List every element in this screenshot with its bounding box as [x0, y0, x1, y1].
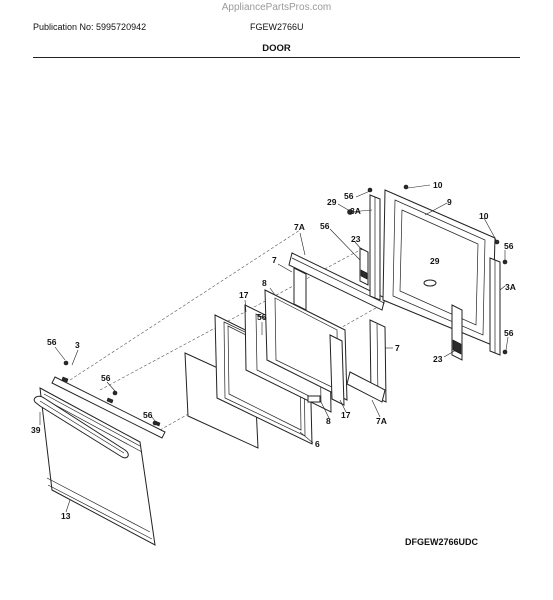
insulation-strip-bottom [346, 371, 386, 403]
hinge-left [359, 247, 369, 286]
callout-56-trim: 56 [101, 373, 111, 383]
model-number: FGEW2766U [250, 22, 304, 32]
door-handle [33, 395, 129, 459]
callout-23-top: 23 [351, 234, 361, 244]
callout-9: 9 [447, 197, 452, 207]
side-channel-left [369, 194, 381, 301]
callout-3: 3 [75, 340, 80, 350]
callout-39: 39 [31, 425, 41, 435]
insulation-strip-top [288, 252, 386, 311]
watermark: AppliancePartsPros.com [221, 2, 332, 13]
callout-3A-right: 3A [505, 282, 516, 292]
callout-23-bottom: 23 [433, 354, 443, 364]
callout-56-top: 56 [344, 191, 354, 201]
window-bracket-right [329, 334, 345, 406]
callout-8-top: 8 [262, 278, 267, 288]
callout-56-right-top: 56 [504, 241, 514, 251]
callout-7-top: 7 [272, 255, 277, 265]
callout-17-top: 17 [239, 290, 249, 300]
callout-56-trim-right: 56 [143, 410, 153, 420]
callout-29-center: 29 [430, 256, 440, 266]
callout-6: 6 [315, 439, 320, 449]
callout-10-top: 10 [433, 180, 443, 190]
publication-number: Publication No: 5995720942 [33, 22, 147, 32]
header-divider [33, 57, 520, 58]
section-title: DOOR [262, 43, 291, 54]
callout-17-bottom: 17 [341, 410, 351, 420]
callout-labels: 10 56 29 3A 9 10 7A 56 23 56 29 7 3A 17 … [31, 180, 516, 521]
callout-8-bottom: 8 [326, 416, 331, 426]
callout-3A-top: 3A [350, 206, 361, 216]
insulation-strip-right [369, 319, 387, 403]
callout-10-right: 10 [479, 211, 489, 221]
callout-56-right-bottom: 56 [504, 328, 514, 338]
side-channel-right [489, 257, 501, 356]
leader-lines [39, 184, 509, 513]
callout-7A-top: 7A [294, 222, 305, 232]
callout-56-left: 56 [47, 337, 57, 347]
outer-door-panel [39, 387, 156, 546]
callout-56-mid: 56 [320, 221, 330, 231]
top-trim [51, 376, 166, 439]
callout-29-top: 29 [327, 197, 337, 207]
diagram-code: DFGEW2766UDC [405, 537, 479, 547]
callout-13: 13 [61, 511, 71, 521]
callout-56-bracket: 56 [257, 312, 267, 322]
insulation-strip-left [293, 267, 307, 311]
callout-7A-bottom: 7A [376, 416, 387, 426]
callout-7-right: 7 [395, 343, 400, 353]
